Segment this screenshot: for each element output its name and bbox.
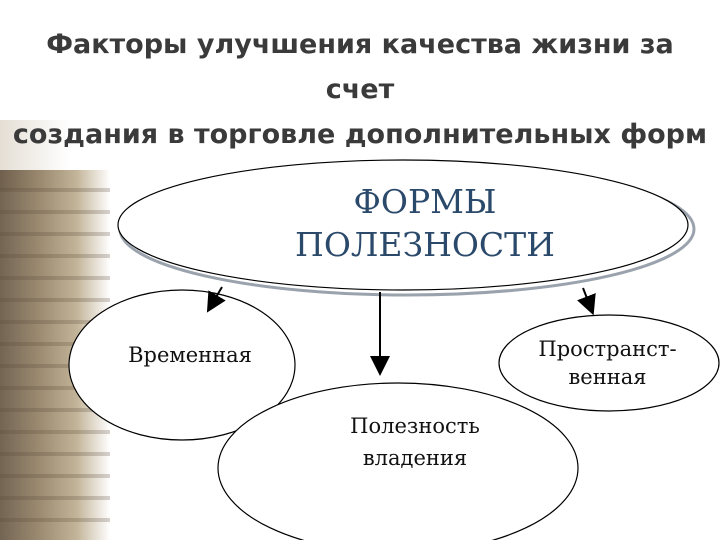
slide-title-line-1: Факторы улучшения качества жизни за счет: [46, 29, 674, 105]
temporal-ellipse: [68, 289, 296, 441]
ownership-node-label: Полезность владения: [305, 410, 525, 474]
spatial-node-label: Пространст- венная: [505, 335, 710, 391]
main-ellipse: [117, 159, 689, 291]
ownership-node-line-2: владения: [362, 446, 468, 470]
spatial-ellipse: [498, 314, 720, 412]
arrow-to-temporal: [206, 286, 226, 313]
arrow-to-spatial: [577, 287, 596, 316]
main-node-label: ФОРМЫ ПОЛЕЗНОСТИ: [250, 180, 600, 266]
slide-title-line-2: создания в торговле дополнительных форм: [12, 119, 708, 150]
temporal-node-label: Временная: [128, 343, 252, 367]
ownership-ellipse: [217, 382, 579, 540]
spatial-node-line-1: Пространст-: [538, 337, 677, 361]
ownership-node-line-1: Полезность: [350, 414, 480, 438]
main-node-line-2: ПОЛЕЗНОСТИ: [295, 225, 555, 264]
main-node-line-1: ФОРМЫ: [353, 182, 497, 221]
spatial-node-line-2: венная: [568, 365, 647, 389]
